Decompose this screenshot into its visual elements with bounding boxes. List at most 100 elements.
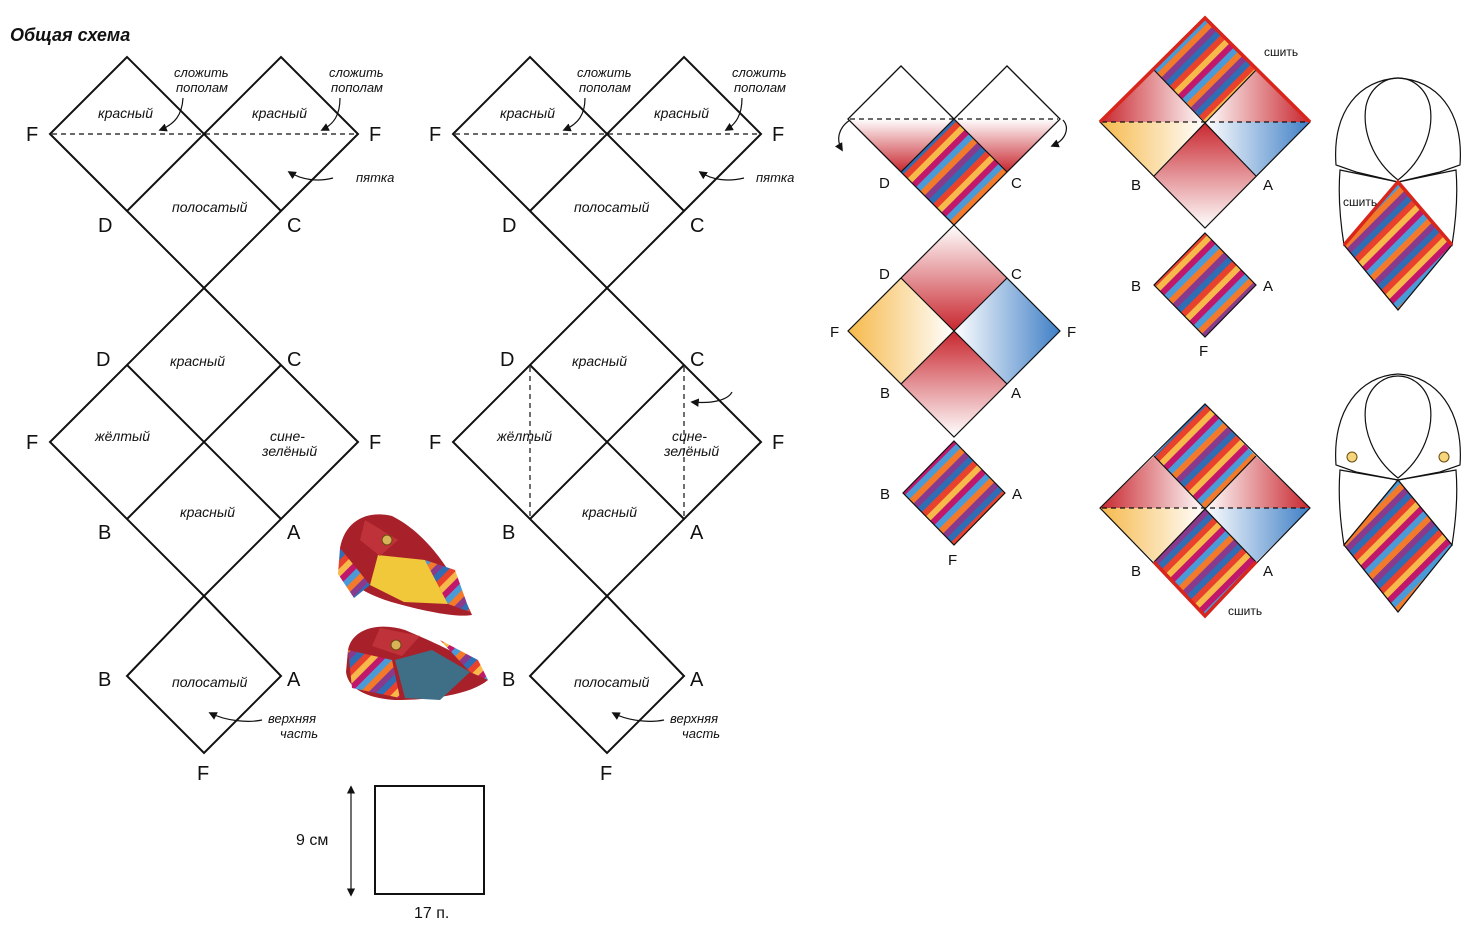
cell-red: красный [98,105,153,121]
point-A: A [287,522,301,544]
cell-blue-green: сине- [672,428,707,444]
point-C: C [690,349,704,371]
note-fold: сложить [732,65,787,80]
point-A: A [1263,563,1273,580]
note-fold: пополам [734,80,786,95]
schema-left: F F D C D C F F B A B A F красный красны… [26,55,394,785]
point-D: D [500,349,514,371]
point-D: D [502,215,516,237]
note-upper: часть [682,726,720,741]
cell-blue-green: зелёный [663,443,719,459]
gauge-square [374,785,485,895]
note-fold: пополам [176,80,228,95]
point-F: F [369,432,381,454]
assembly-step-fold: D C D C F F B A B A F [830,65,1076,569]
cell-red: красный [572,353,627,369]
point-A: A [1263,177,1273,194]
cell-red: красный [654,105,709,121]
diagram-title: Общая схема [10,25,130,45]
point-F: F [26,432,38,454]
point-A: A [690,522,704,544]
gauge-width-label: 17 п. [414,905,449,922]
schema-left-outline [48,55,360,755]
point-A: A [690,669,704,691]
gauge-height-label: 9 см [296,832,328,849]
cell-striped: полосатый [574,199,650,215]
schema-middle-arrows [562,97,745,722]
schema-middle-labels: F F D C D C F F B A B A F красный красны… [429,65,794,785]
note-upper: верхняя [670,711,718,726]
point-F: F [772,432,784,454]
cell-red: красный [252,105,307,121]
note-heel: пятка [356,170,394,185]
schema-left-labels: F F D C D C F F B A B A F красный красны… [26,65,394,785]
cell-striped: полосатый [172,199,248,215]
note-fold: сложить [329,65,384,80]
point-F: F [772,124,784,146]
gauge-swatch: 9 см 17 п. [296,785,485,922]
knitted-slippers-photo [338,514,488,700]
schema-middle-outline [451,55,763,755]
point-D: D [98,215,112,237]
point-F: F [429,432,441,454]
note-fold: пополам [331,80,383,95]
point-F: F [1199,343,1208,360]
slipper-result-bottom [1335,373,1461,613]
slipper-result-top: сшить [1335,77,1461,311]
point-C: C [1011,175,1022,192]
cell-red: красный [180,504,235,520]
note-sew: сшить [1228,604,1262,618]
cell-yellow: жёлтый [94,428,150,444]
note-sew: сшить [1343,195,1377,209]
cell-blue-green: сине- [270,428,305,444]
schema-middle: F F D C D C F F B A B A F красный красны… [429,55,794,785]
point-F: F [830,324,839,341]
point-B: B [880,385,890,402]
point-B: B [1131,278,1141,295]
assembly-step-sew-bottom: B A сшить [1099,403,1311,619]
point-B: B [1131,563,1141,580]
cell-striped: полосатый [172,674,248,690]
cell-red: красный [500,105,555,121]
point-C: C [690,215,704,237]
note-sew: сшить [1264,45,1298,59]
cell-red: красный [582,504,637,520]
schema-left-arrows [158,97,341,722]
cell-blue-green: зелёный [261,443,317,459]
point-F: F [429,124,441,146]
point-A: A [287,669,301,691]
note-upper: часть [280,726,318,741]
slipper-top [338,514,472,616]
note-heel: пятка [756,170,794,185]
point-A: A [1263,278,1273,295]
cell-yellow: жёлтый [496,428,552,444]
point-D: D [96,349,110,371]
note-fold: сложить [174,65,229,80]
point-B: B [880,486,890,503]
point-F: F [600,763,612,785]
point-A: A [1012,486,1022,503]
assembly-step-sew-top: сшить B A B A F [1098,15,1312,360]
point-B: B [502,522,515,544]
point-D: D [879,175,890,192]
point-F: F [1067,324,1076,341]
point-B: B [1131,177,1141,194]
point-C: C [287,349,301,371]
point-C: C [287,215,301,237]
point-A: A [1011,385,1021,402]
point-F: F [369,124,381,146]
point-D: D [879,266,890,283]
cell-striped: полосатый [574,674,650,690]
point-B: B [502,669,515,691]
point-B: B [98,669,111,691]
point-F: F [948,552,957,569]
slipper-bottom [346,626,488,700]
point-F: F [26,124,38,146]
note-upper: верхняя [268,711,316,726]
point-B: B [98,522,111,544]
note-fold: пополам [579,80,631,95]
point-C: C [1011,266,1022,283]
point-F: F [197,763,209,785]
cell-red: красный [170,353,225,369]
